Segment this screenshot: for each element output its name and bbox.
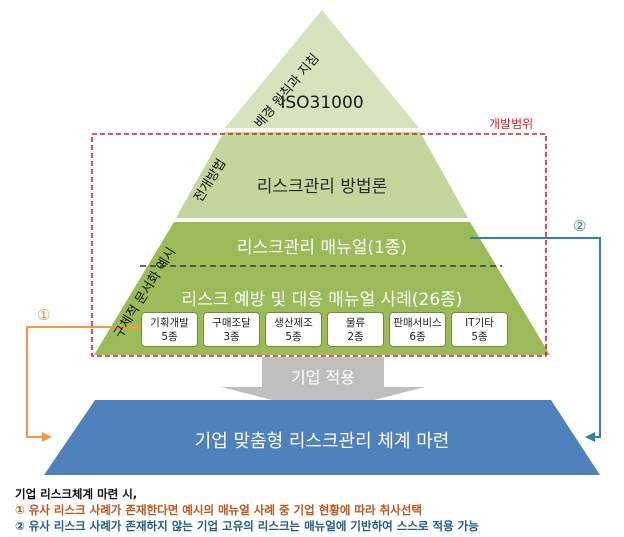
development-range-box	[91, 133, 547, 357]
apply-label: 기업 적용	[291, 368, 355, 387]
category-count: 5종	[285, 331, 302, 343]
bottom-bar	[44, 400, 600, 475]
notes-heading: 기업 리스크체계 마련 시,	[15, 487, 138, 501]
category-box: 판매서비스 6종	[389, 312, 446, 347]
cases-label: 리스크 예방 및 대응 매뉴얼 사례(26종)	[181, 290, 463, 310]
category-name: 기획개발	[150, 317, 189, 329]
category-count: 6종	[409, 331, 426, 343]
pyramid-top-tier	[225, 10, 419, 128]
manual-label: 리스크관리 매뉴얼(1종)	[236, 238, 408, 258]
notes-line-2: ② 유사 리스크 사례가 존재하지 않는 기업 고유의 리스크는 매뉴얼에 기반…	[15, 519, 479, 533]
category-count: 2종	[347, 331, 364, 343]
marker-two: ②	[573, 217, 587, 235]
pyramid-middle-tier	[176, 132, 468, 218]
category-name: 생산제조	[274, 317, 313, 329]
category-count: 5종	[471, 331, 488, 343]
category-box: 물류 2종	[327, 312, 384, 347]
connector-one-line	[26, 326, 140, 438]
category-box: IT기타 5종	[451, 312, 508, 347]
category-box: 기획개발 5종	[141, 312, 198, 347]
marker-one: ①	[37, 306, 51, 324]
notes-line-1: ① 유사 리스크 사례가 존재한다면 예시의 매뉴얼 사례 중 기업 현황에 따…	[15, 503, 422, 517]
pyramid-middle-label: 리스크관리 방법론	[256, 177, 388, 197]
development-range-label: 개발범위	[489, 117, 534, 131]
category-name: 물류	[345, 317, 366, 329]
connector-two-arrowhead	[585, 432, 595, 442]
category-name: IT기타	[465, 317, 494, 329]
category-name: 구매조달	[212, 317, 251, 329]
apply-down-arrow	[221, 357, 425, 413]
pyramid-top-label: ISO31000	[280, 93, 364, 113]
category-box: 생산제조 5종	[265, 312, 322, 347]
category-name: 판매서비스	[393, 317, 442, 329]
category-box: 구매조달 3종	[203, 312, 260, 347]
category-count: 5종	[161, 331, 178, 343]
category-count: 3종	[223, 331, 240, 343]
connector-one-arrowhead	[42, 432, 52, 442]
bottom-label: 기업 맞춤형 리스크관리 체계 마련	[194, 431, 450, 452]
